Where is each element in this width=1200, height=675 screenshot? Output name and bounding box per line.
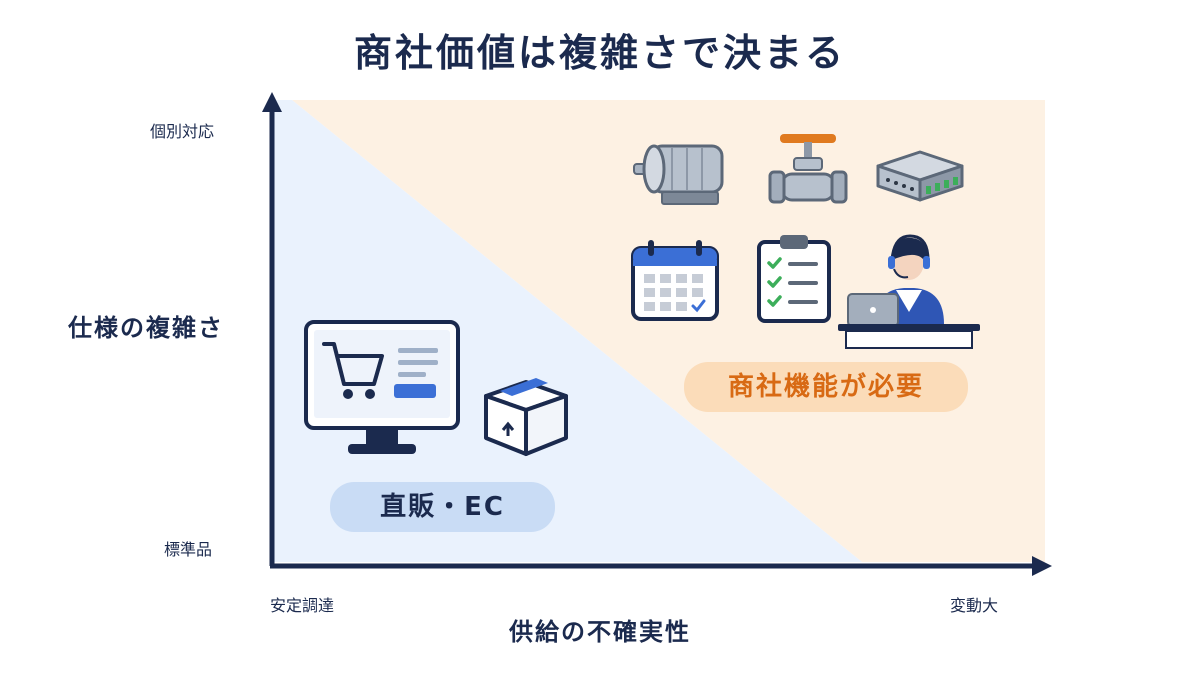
x-axis-right-tick: 変動大	[950, 596, 999, 615]
x-axis-left-tick: 安定調達	[270, 596, 335, 615]
calendar-icon	[631, 240, 719, 321]
package-box-icon	[484, 378, 568, 456]
checklist-clipboard-icon	[757, 235, 831, 323]
high-region-label: 商社機能が必要	[684, 362, 968, 412]
y-axis-bottom-tick: 標準品	[164, 540, 213, 559]
y-axis-top-tick: 個別対応	[150, 122, 215, 141]
operator-headset-icon	[838, 234, 980, 349]
low-region-label: 直販・EC	[330, 482, 555, 532]
x-axis-label: 供給の不確実性	[509, 618, 691, 646]
computer-cart-icon	[304, 320, 460, 454]
y-axis-label: 仕様の複雑さ	[68, 314, 224, 342]
y-axis-arrow-icon	[262, 92, 282, 112]
electronic-module-icon	[876, 150, 964, 202]
low-complexity-region	[272, 100, 862, 562]
valve-icon	[768, 134, 848, 204]
x-axis-arrow-icon	[1032, 556, 1052, 576]
page-title: 商社価値は複雑さで決まる	[353, 31, 846, 75]
high-complexity-region	[292, 100, 1045, 562]
motor-icon	[633, 144, 724, 205]
